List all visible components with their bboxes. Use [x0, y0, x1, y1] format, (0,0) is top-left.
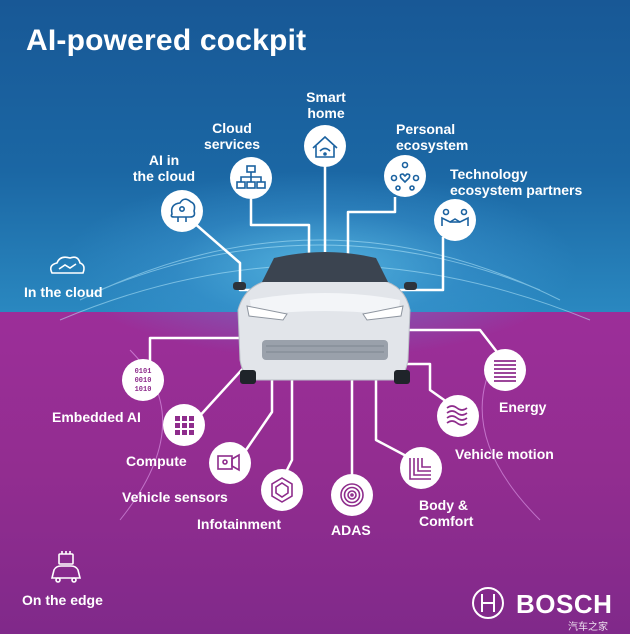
label-embedded-ai: Embedded AI [52, 409, 141, 425]
mirror-right [404, 282, 417, 290]
handshake-icon [441, 208, 469, 226]
label-body-comfort: Body & Comfort [419, 497, 474, 529]
network-hierarchy-icon [236, 165, 266, 189]
mirror-left [233, 282, 246, 290]
stripes-icon [494, 360, 516, 382]
brand-wordmark: BOSCH [516, 589, 613, 619]
edge-zone-icon [50, 551, 82, 583]
people-heart-icon [390, 161, 420, 191]
edge-node-body-comfort [400, 447, 442, 489]
cloud-zone-icon [50, 256, 85, 274]
edge-node-compute [163, 404, 205, 446]
cloud-node-smart-home [304, 125, 346, 167]
label-adas: ADAS [331, 522, 371, 538]
car-windshield [262, 252, 388, 282]
edge-node-vehicle-sensors [209, 442, 251, 484]
watermark: 汽车之家 [568, 622, 608, 633]
page-title: AI-powered cockpit [26, 24, 307, 57]
car-illustration [233, 252, 417, 384]
label-vehicle-sensors: Vehicle sensors [122, 489, 228, 505]
label-cloud-services: Cloud services [203, 120, 261, 152]
edge-node-infotainment [261, 469, 303, 511]
edge-node-vehicle-motion [437, 395, 479, 437]
label-ai-in-the-cloud: AI in the cloud [132, 152, 196, 184]
label-vehicle-motion: Vehicle motion [455, 446, 554, 462]
cloud-node-technology-partners [434, 199, 476, 241]
car-grille [262, 340, 388, 360]
waves-icon [446, 405, 468, 426]
label-infotainment: Infotainment [197, 516, 281, 532]
label-smart-home: Smart home [306, 89, 346, 121]
edge-node-energy [484, 349, 526, 391]
headlight-left [246, 305, 288, 321]
wheel-right [394, 370, 410, 384]
headlight-right [362, 305, 404, 321]
car-hood [250, 293, 400, 316]
wifi-house-icon [312, 135, 338, 158]
cloud-node-cloud-services [230, 157, 272, 199]
edge-node-adas [331, 474, 373, 516]
cloud-node-ai-cloud [161, 190, 203, 232]
chip-grid-icon [175, 416, 194, 435]
bosch-armature-icon [472, 587, 504, 619]
svg-text:0101: 0101 [135, 368, 152, 376]
cloud-node-personal-ecosystem [384, 155, 426, 197]
camera-sensor-icon [217, 453, 240, 472]
label-technology-partners: Technology ecosystem partners [450, 166, 583, 198]
layered-corners-icon [409, 458, 431, 480]
ai-brain-cloud-icon [170, 198, 196, 222]
svg-text:1010: 1010 [135, 386, 152, 394]
label-on-the-edge: On the edge [22, 592, 103, 608]
hexagon-icon [271, 477, 293, 503]
label-personal-ecosystem: Personal ecosystem [396, 121, 469, 153]
concentric-circles-icon [340, 483, 364, 507]
label-compute: Compute [126, 453, 187, 469]
wheel-left [240, 370, 256, 384]
label-energy: Energy [499, 399, 547, 415]
label-in-the-cloud: In the cloud [24, 284, 103, 300]
svg-text:0010: 0010 [135, 377, 152, 385]
